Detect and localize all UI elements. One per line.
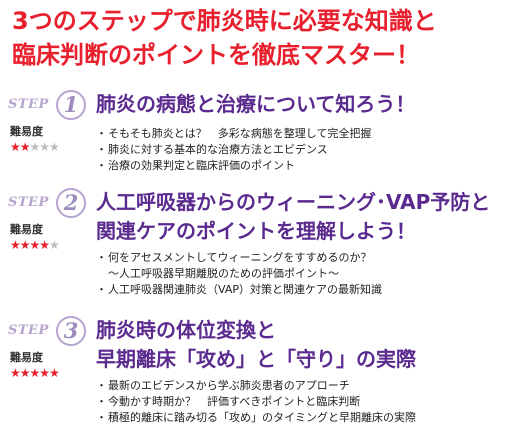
step-number: 1 xyxy=(63,92,79,117)
step-badge: STEP 1 xyxy=(8,90,92,120)
bullet-list: ・そもそも肺炎とは？ 多彩な病態を整理して完全把握 ・肺炎に対する基本的な治療方… xyxy=(96,126,514,174)
step-number-circle-icon: 3 xyxy=(56,316,86,346)
bullet-text: 今動かす時期か？ 評価すべきポイントと臨床判断 xyxy=(108,395,361,408)
step-number: 3 xyxy=(63,318,79,343)
headline: 3つのステップで肺炎時に必要な知識と 臨床判断のポイントを徹底マスター！ xyxy=(12,4,512,72)
bullet-dot: ・ xyxy=(96,143,107,156)
difficulty: 難易度 ★★★★★ xyxy=(10,350,90,380)
step-word: STEP xyxy=(8,323,49,338)
bullet-list: ・最新のエビデンスから学ぶ肺炎患者のアプローチ ・今動かす時期か？ 評価すべきポ… xyxy=(96,378,514,426)
step-title: 人工呼吸器からのウィーニング･VAP予防と 関連ケアのポイントを理解しよう！ xyxy=(96,188,514,246)
step-number-circle-icon: 1 xyxy=(56,90,86,120)
bullet-dot: ・ xyxy=(96,283,107,296)
star-filled-icon: ★★★★ xyxy=(10,238,50,252)
step-title-line: 関連ケアのポイントを理解しよう！ xyxy=(96,219,416,243)
list-item: ・そもそも肺炎とは？ 多彩な病態を整理して完全把握 xyxy=(96,126,514,142)
headline-line-2: 臨床判断のポイントを徹底マスター！ xyxy=(12,41,420,69)
step-word: STEP xyxy=(8,195,49,210)
headline-line-1: 3つのステップで肺炎時に必要な知識と xyxy=(12,7,437,35)
list-item: ・最新のエビデンスから学ぶ肺炎患者のアプローチ xyxy=(96,378,514,394)
list-item: ・積極的離床に踏み切る「攻め」のタイミングと早期離床の実際 xyxy=(96,410,514,426)
bullet-text: 治療の効果判定と臨床評価のポイント xyxy=(108,159,295,172)
bullet-dot: ・ xyxy=(96,127,107,140)
difficulty-label: 難易度 xyxy=(10,125,43,138)
step-title-line: 人工呼吸器からのウィーニング･VAP予防と xyxy=(96,190,491,214)
bullet-dot: ・ xyxy=(96,251,107,264)
bullet-dot: ・ xyxy=(96,395,107,408)
step-badge: STEP 2 xyxy=(8,188,92,218)
step-title-line: 肺炎時の体位変換と xyxy=(96,318,276,342)
step-title: 肺炎の病態と治療について知ろう！ xyxy=(96,90,514,119)
difficulty: 難易度 ★★★★★ xyxy=(10,222,90,252)
star-filled-icon: ★★★★★ xyxy=(10,366,60,380)
star-empty-icon: ★★★ xyxy=(29,140,60,154)
step-title: 肺炎時の体位変換と 早期離床「攻め」と「守り」の実際 xyxy=(96,316,514,374)
step-badge: STEP 3 xyxy=(8,316,92,346)
star-filled-icon: ★★ xyxy=(10,140,30,154)
difficulty-label: 難易度 xyxy=(10,223,43,236)
bullet-text: そもそも肺炎とは？ 多彩な病態を整理して完全把握 xyxy=(108,127,372,140)
bullet-text: 人工呼吸器関連肺炎（VAP）対策と関連ケアの最新知識 xyxy=(108,283,382,296)
difficulty-stars: ★★★★★ xyxy=(10,140,90,154)
step-number: 2 xyxy=(63,190,79,215)
bullet-text: 肺炎に対する基本的な治療方法とエビデンス xyxy=(108,143,328,156)
step-number-circle-icon: 2 xyxy=(56,188,86,218)
step-title-line: 早期離床「攻め」と「守り」の実際 xyxy=(96,347,416,371)
difficulty-label: 難易度 xyxy=(10,351,43,364)
list-item: ・人工呼吸器関連肺炎（VAP）対策と関連ケアの最新知識 xyxy=(96,282,514,298)
bullet-text: 最新のエビデンスから学ぶ肺炎患者のアプローチ xyxy=(108,379,350,392)
list-item: ・肺炎に対する基本的な治療方法とエビデンス xyxy=(96,142,514,158)
difficulty-stars: ★★★★★ xyxy=(10,238,90,252)
bullet-dot: ・ xyxy=(96,159,107,172)
list-item: ・今動かす時期か？ 評価すべきポイントと臨床判断 xyxy=(96,394,514,410)
difficulty: 難易度 ★★★★★ xyxy=(10,124,90,154)
bullet-text: 積極的離床に踏み切る「攻め」のタイミングと早期離床の実際 xyxy=(108,411,416,424)
bullet-text: 何をアセスメントしてウィーニングをすすめるのか？ xyxy=(108,251,372,264)
bullet-list: ・何をアセスメントしてウィーニングをすすめるのか？ ～人工呼吸器早期離脱のための… xyxy=(96,250,514,298)
list-item: ・何をアセスメントしてウィーニングをすすめるのか？ xyxy=(96,250,514,266)
list-item: ・治療の効果判定と臨床評価のポイント xyxy=(96,158,514,174)
bullet-dot: ・ xyxy=(96,411,107,424)
bullet-dot: ・ xyxy=(96,379,107,392)
step-word: STEP xyxy=(8,97,49,112)
step-title-line: 肺炎の病態と治療について知ろう！ xyxy=(96,92,416,116)
star-empty-icon: ★ xyxy=(49,238,60,252)
difficulty-stars: ★★★★★ xyxy=(10,366,90,380)
bullet-sub-line: ～人工呼吸器早期離脱のための評価ポイント～ xyxy=(108,267,339,280)
